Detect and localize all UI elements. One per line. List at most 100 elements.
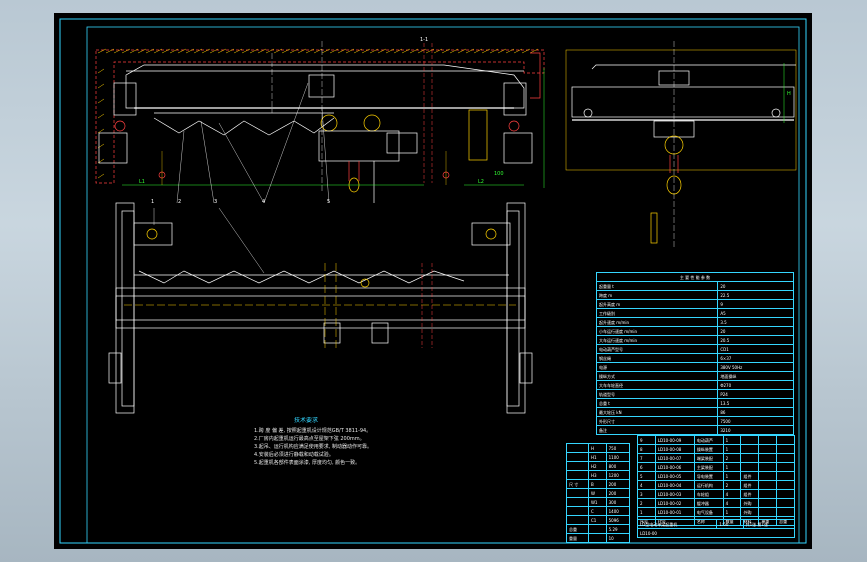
table-cell xyxy=(740,435,760,445)
table-cell: 5 xyxy=(637,471,656,481)
table-cell: 操纵装置 xyxy=(693,444,724,454)
callout-3: 3 xyxy=(214,199,218,205)
table-cell: CD1 xyxy=(717,344,794,354)
table-cell: 3 xyxy=(637,489,656,499)
dim-l1: L1 xyxy=(139,179,145,185)
table-cell: 200 xyxy=(605,479,631,489)
technical-notes: 技术要求 1.跨 度 偏 差, 按照起重机设计规范GB/T 3811-94。 2… xyxy=(254,417,444,467)
table-cell: 钢丝绳 xyxy=(595,353,719,363)
table-cell: 13.5 xyxy=(717,398,794,408)
table-cell: 9 xyxy=(717,299,794,309)
table-cell xyxy=(740,444,760,454)
table-cell: 20 xyxy=(717,281,794,291)
table-cell: 跨度 m xyxy=(595,290,719,300)
table-cell: 大车运行速度 m/min xyxy=(595,335,719,345)
table-cell xyxy=(758,471,778,481)
table-cell xyxy=(566,506,589,516)
table-cell xyxy=(776,471,795,481)
table-cell: B xyxy=(587,479,607,489)
table-cell xyxy=(776,498,795,508)
table-cell xyxy=(566,470,589,480)
table-cell xyxy=(587,533,607,543)
table-cell: 7 xyxy=(637,453,656,463)
table-cell xyxy=(776,489,795,499)
table-cell: 外形尺寸 xyxy=(595,416,719,426)
table-cell: 总重 t xyxy=(595,398,719,408)
table-cell: 操纵方式 xyxy=(595,371,719,381)
table-cell: 导电装置 xyxy=(693,471,724,481)
table-cell xyxy=(566,443,589,453)
table-cell: 4 xyxy=(637,480,656,490)
table-cell xyxy=(776,462,795,472)
table-cell: 5096 xyxy=(605,515,631,525)
table-cell: 200 xyxy=(605,488,631,498)
side-elevation xyxy=(565,41,797,248)
table-cell: 地面操纵 xyxy=(717,371,794,381)
note-line: 1.跨 度 偏 差, 按照起重机设计规范GB/T 3811-94。 xyxy=(254,428,372,434)
table-cell: 300 xyxy=(605,497,631,507)
table-cell xyxy=(776,453,795,463)
callout-5: 5 xyxy=(327,199,331,205)
table-cell: 2 xyxy=(722,480,742,490)
note-line: 5.起重机各部件表面涂漆, 厚度均匀, 颜色一致。 xyxy=(254,460,361,466)
table-cell: 组件 xyxy=(740,471,760,481)
callout-4: 4 xyxy=(262,199,266,205)
table-cell: Φ270 xyxy=(717,380,794,390)
table-cell: 电气设备 xyxy=(693,507,724,517)
table-cell: 车轮组 xyxy=(693,489,724,499)
table-cell xyxy=(587,524,607,534)
table-cell: LD10-00-02 xyxy=(654,498,695,508)
table-cell: 1 xyxy=(722,444,742,454)
table-cell: LD10-00-04 xyxy=(654,480,695,490)
table-cell xyxy=(758,444,778,454)
table-cell: 5.29 xyxy=(605,524,631,534)
note-line: 3.起吊、运行机构应满足使用要求, 制动器动作可靠。 xyxy=(254,444,372,450)
table-cell: 750 xyxy=(605,443,631,453)
notes-title: 技术要求 xyxy=(294,417,319,424)
table-cell: 1100 xyxy=(605,452,631,462)
table-cell: 1 xyxy=(722,462,742,472)
title-block-name: LD型电动单梁起重机 xyxy=(636,519,718,529)
table-cell: LD10-00-05 xyxy=(654,471,695,481)
table-cell: 1 xyxy=(722,435,742,445)
table-cell: 起升速度 m/min xyxy=(595,317,719,327)
table-cell: 20.5 xyxy=(717,335,794,345)
table-cell xyxy=(776,480,795,490)
table-cell: 8 xyxy=(637,444,656,454)
note-line: 4.安装后必须进行静载和动载试验。 xyxy=(254,452,334,458)
table-cell: LD10-00-03 xyxy=(654,489,695,499)
table-cell: 22.5 xyxy=(717,290,794,300)
table-cell xyxy=(566,452,589,462)
table-cell: 运行机构 xyxy=(693,480,724,490)
table-cell: 外购 xyxy=(740,498,760,508)
table-cell: 1400 xyxy=(605,506,631,516)
table-cell xyxy=(758,498,778,508)
table-cell xyxy=(776,507,795,517)
table-cell: 86 xyxy=(717,407,794,417)
table-cell: 4 xyxy=(722,489,742,499)
table-cell: 尺 寸 xyxy=(566,479,589,489)
table-cell: 组件 xyxy=(740,480,760,490)
table-cell: C xyxy=(587,506,607,516)
table-cell: LD10-00-01 xyxy=(654,507,695,517)
table-cell: 9 xyxy=(637,435,656,445)
